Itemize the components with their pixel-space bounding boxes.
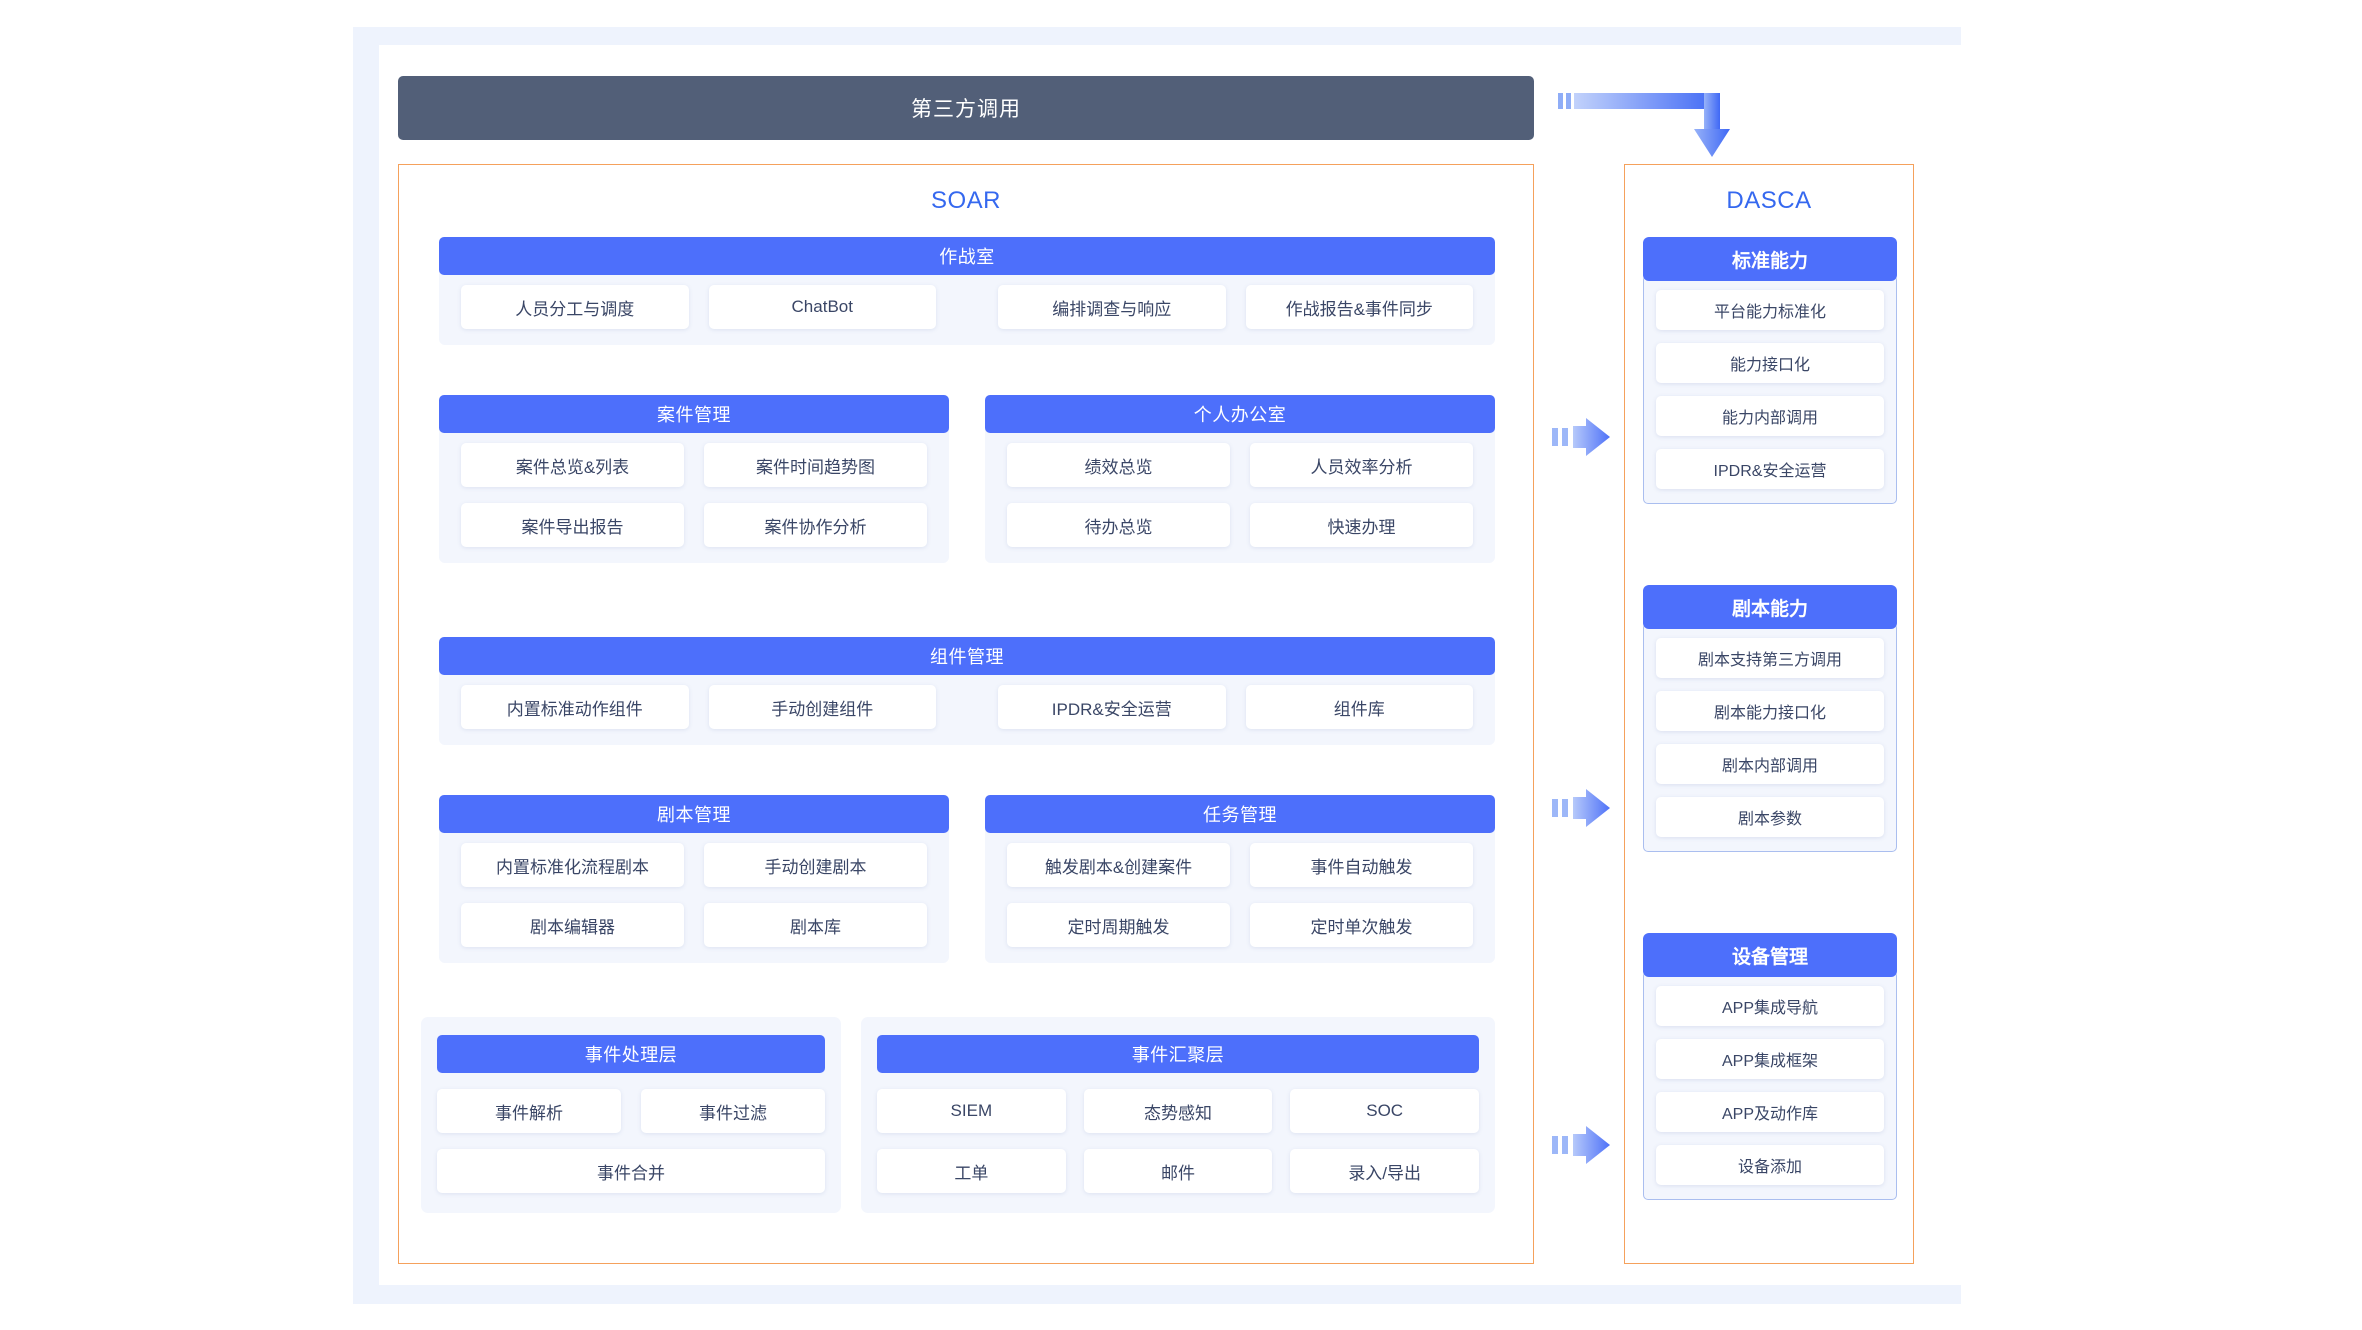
block-component-management: 组件管理 内置标准动作组件 手动创建组件 IPDR&安全运营 组件库	[439, 637, 1495, 745]
soar-frame: SOAR 作战室 人员分工与调度 ChatBot 编排调查与响应 作战报告&事件…	[398, 164, 1534, 1264]
third-party-to-dasca-connector	[1558, 85, 1808, 170]
dasca-group-device-management-body: APP集成导航 APP集成框架 APP及动作库 设备添加	[1643, 971, 1897, 1200]
dasca-item-dev-1[interactable]: APP集成框架	[1656, 1039, 1884, 1079]
block-event-aggregation-header: 事件汇聚层	[877, 1035, 1479, 1073]
chip-task-1[interactable]: 事件自动触发	[1250, 843, 1473, 887]
block-warroom: 作战室 人员分工与调度 ChatBot 编排调查与响应 作战报告&事件同步	[439, 237, 1495, 345]
block-task-management: 任务管理 触发剧本&创建案件 事件自动触发 定时周期触发 定时单次触发	[985, 795, 1495, 963]
connector-arrow-playbook-capability	[1552, 788, 1614, 828]
block-warroom-body: 人员分工与调度 ChatBot 编排调查与响应 作战报告&事件同步	[439, 267, 1495, 345]
spacer	[956, 285, 978, 329]
chip-warroom-2[interactable]: 编排调查与响应	[998, 285, 1226, 329]
third-party-call-bar: 第三方调用	[398, 76, 1534, 140]
dasca-item-std-2[interactable]: 能力内部调用	[1656, 396, 1884, 436]
block-personal-office: 个人办公室 绩效总览 人员效率分析 待办总览 快速办理	[985, 395, 1495, 563]
block-case-management: 案件管理 案件总览&列表 案件时间趋势图 案件导出报告 案件协作分析	[439, 395, 949, 563]
chip-case-1[interactable]: 案件时间趋势图	[704, 443, 927, 487]
block-personal-office-body: 绩效总览 人员效率分析 待办总览 快速办理	[985, 425, 1495, 563]
block-playbook-management: 剧本管理 内置标准化流程剧本 手动创建剧本 剧本编辑器 剧本库	[439, 795, 949, 963]
chip-evagg-2[interactable]: SOC	[1290, 1089, 1480, 1133]
chip-evagg-4[interactable]: 邮件	[1083, 1149, 1273, 1193]
chip-case-0[interactable]: 案件总览&列表	[461, 443, 684, 487]
block-task-management-header: 任务管理	[985, 795, 1495, 833]
chip-office-0[interactable]: 绩效总览	[1007, 443, 1230, 487]
block-case-management-body: 案件总览&列表 案件时间趋势图 案件导出报告 案件协作分析	[439, 425, 949, 563]
chip-task-3[interactable]: 定时单次触发	[1250, 903, 1473, 947]
chip-component-0[interactable]: 内置标准动作组件	[461, 685, 689, 729]
chip-evagg-0[interactable]: SIEM	[877, 1089, 1066, 1133]
block-event-aggregation: 事件汇聚层 SIEM 态势感知 SOC 工单 邮件 录入/导出	[861, 1017, 1495, 1213]
block-component-management-body: 内置标准动作组件 手动创建组件 IPDR&安全运营 组件库	[439, 667, 1495, 745]
block-component-management-header: 组件管理	[439, 637, 1495, 675]
block-case-management-header: 案件管理	[439, 395, 949, 433]
dasca-group-playbook-capability: 剧本能力 剧本支持第三方调用 剧本能力接口化 剧本内部调用 剧本参数	[1643, 585, 1897, 852]
chip-task-2[interactable]: 定时周期触发	[1007, 903, 1230, 947]
third-party-call-label: 第三方调用	[911, 98, 1021, 121]
dasca-group-standard-capability: 标准能力 平台能力标准化 能力接口化 能力内部调用 IPDR&安全运营	[1643, 237, 1897, 504]
dasca-group-playbook-capability-header: 剧本能力	[1643, 585, 1897, 629]
dasca-item-pb-1[interactable]: 剧本能力接口化	[1656, 691, 1884, 731]
dasca-group-standard-capability-header: 标准能力	[1643, 237, 1897, 281]
dasca-item-std-0[interactable]: 平台能力标准化	[1656, 290, 1884, 330]
chip-task-0[interactable]: 触发剧本&创建案件	[1007, 843, 1230, 887]
dasca-group-standard-capability-body: 平台能力标准化 能力接口化 能力内部调用 IPDR&安全运营	[1643, 275, 1897, 504]
chip-warroom-1[interactable]: ChatBot	[708, 285, 936, 329]
chip-case-2[interactable]: 案件导出报告	[461, 503, 684, 547]
chip-component-3[interactable]: 组件库	[1245, 685, 1473, 729]
chip-evproc-1[interactable]: 事件过滤	[641, 1089, 825, 1133]
component-row: 内置标准动作组件 手动创建组件 IPDR&安全运营 组件库	[461, 685, 1473, 729]
warroom-row: 人员分工与调度 ChatBot 编排调查与响应 作战报告&事件同步	[461, 285, 1473, 329]
dasca-item-pb-0[interactable]: 剧本支持第三方调用	[1656, 638, 1884, 678]
dasca-frame: DASCA 标准能力 平台能力标准化 能力接口化 能力内部调用 IPDR&安全运…	[1624, 164, 1914, 1264]
chip-office-2[interactable]: 待办总览	[1007, 503, 1230, 547]
chip-office-3[interactable]: 快速办理	[1250, 503, 1473, 547]
dasca-group-playbook-capability-body: 剧本支持第三方调用 剧本能力接口化 剧本内部调用 剧本参数	[1643, 623, 1897, 852]
chip-component-1[interactable]: 手动创建组件	[708, 685, 936, 729]
dasca-item-std-3[interactable]: IPDR&安全运营	[1656, 449, 1884, 489]
chip-playbook-3[interactable]: 剧本库	[704, 903, 927, 947]
chip-evagg-1[interactable]: 态势感知	[1083, 1089, 1273, 1133]
block-playbook-management-header: 剧本管理	[439, 795, 949, 833]
block-event-processing: 事件处理层 事件解析 事件过滤 事件合并	[421, 1017, 841, 1213]
block-playbook-management-body: 内置标准化流程剧本 手动创建剧本 剧本编辑器 剧本库	[439, 825, 949, 963]
dasca-item-pb-2[interactable]: 剧本内部调用	[1656, 744, 1884, 784]
block-event-processing-header: 事件处理层	[437, 1035, 825, 1073]
chip-warroom-3[interactable]: 作战报告&事件同步	[1245, 285, 1473, 329]
dasca-group-device-management-header: 设备管理	[1643, 933, 1897, 977]
chip-evproc-0[interactable]: 事件解析	[437, 1089, 621, 1133]
chip-evproc-2[interactable]: 事件合并	[437, 1149, 825, 1193]
dasca-item-pb-3[interactable]: 剧本参数	[1656, 797, 1884, 837]
chip-component-2[interactable]: IPDR&安全运营	[998, 685, 1226, 729]
dasca-item-dev-2[interactable]: APP及动作库	[1656, 1092, 1884, 1132]
dasca-item-dev-0[interactable]: APP集成导航	[1656, 986, 1884, 1026]
chip-playbook-1[interactable]: 手动创建剧本	[704, 843, 927, 887]
connector-arrow-standard-capability	[1552, 417, 1614, 457]
chip-evagg-3[interactable]: 工单	[877, 1149, 1066, 1193]
block-personal-office-header: 个人办公室	[985, 395, 1495, 433]
block-warroom-header: 作战室	[439, 237, 1495, 275]
dasca-item-std-1[interactable]: 能力接口化	[1656, 343, 1884, 383]
chip-office-1[interactable]: 人员效率分析	[1250, 443, 1473, 487]
soar-title: SOAR	[930, 187, 1001, 214]
chip-playbook-0[interactable]: 内置标准化流程剧本	[461, 843, 684, 887]
block-task-management-body: 触发剧本&创建案件 事件自动触发 定时周期触发 定时单次触发	[985, 825, 1495, 963]
dasca-item-dev-3[interactable]: 设备添加	[1656, 1145, 1884, 1185]
chip-evagg-5[interactable]: 录入/导出	[1290, 1149, 1480, 1193]
chip-case-3[interactable]: 案件协作分析	[704, 503, 927, 547]
chip-warroom-0[interactable]: 人员分工与调度	[461, 285, 689, 329]
block-event-aggregation-body: SIEM 态势感知 SOC 工单 邮件 录入/导出	[877, 1089, 1480, 1193]
block-event-processing-body: 事件解析 事件过滤 事件合并	[437, 1089, 825, 1193]
dasca-group-device-management: 设备管理 APP集成导航 APP集成框架 APP及动作库 设备添加	[1643, 933, 1897, 1200]
spacer	[956, 685, 978, 729]
connector-arrow-device-management	[1552, 1125, 1614, 1165]
dasca-title: DASCA	[1726, 187, 1812, 214]
chip-playbook-2[interactable]: 剧本编辑器	[461, 903, 684, 947]
